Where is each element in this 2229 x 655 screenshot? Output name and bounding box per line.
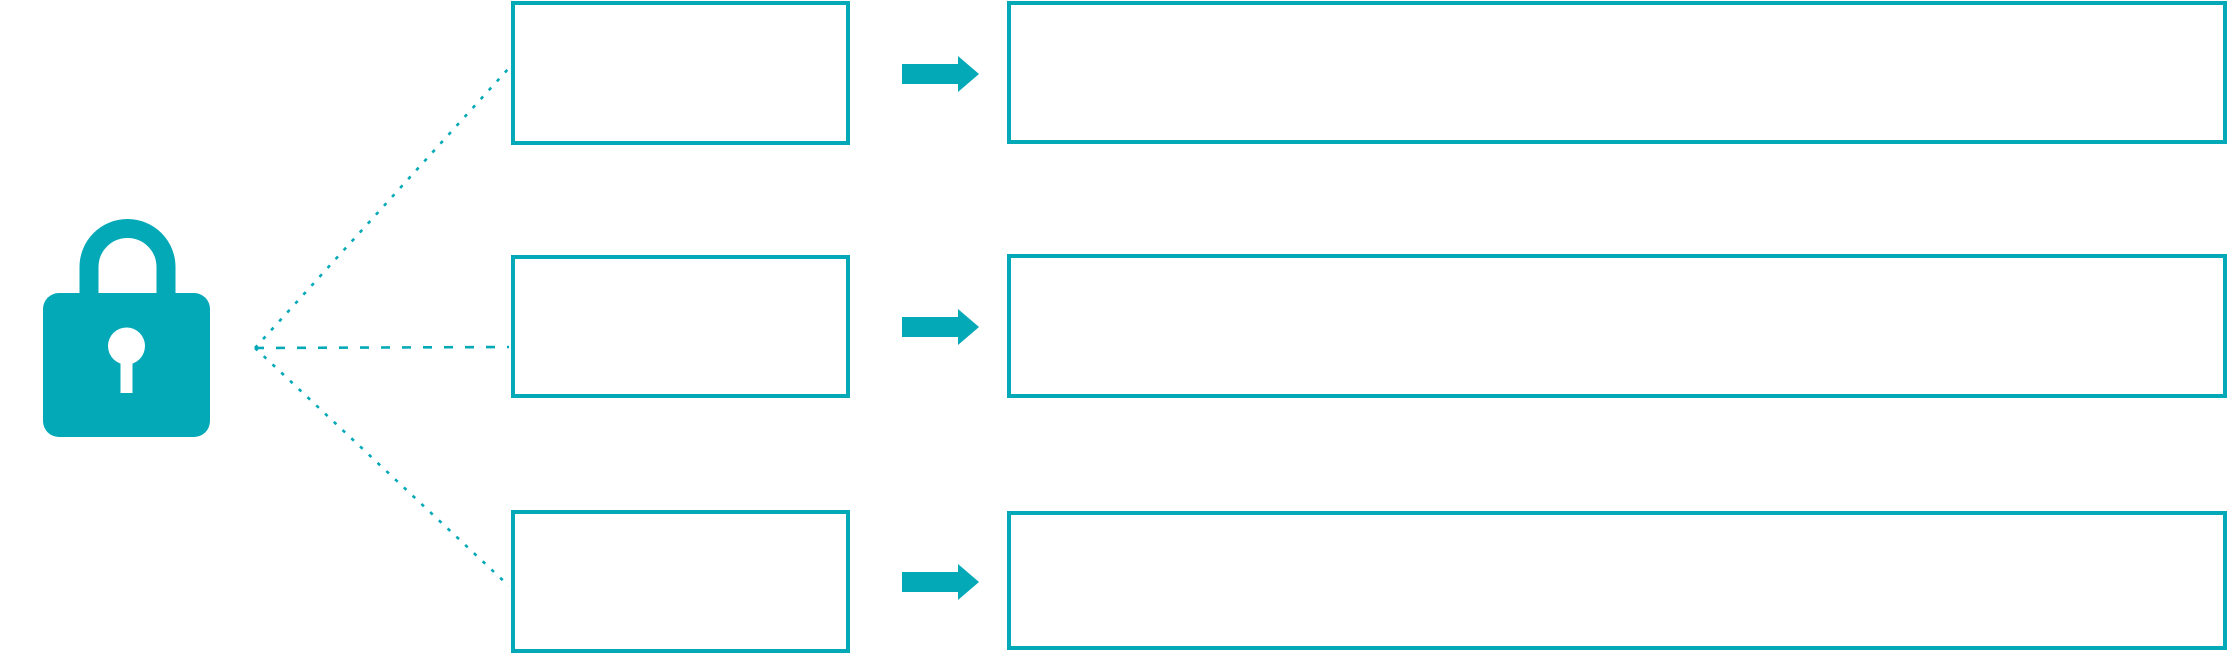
lock-shackle bbox=[79, 219, 176, 299]
keyhole-stem bbox=[120, 346, 133, 393]
connector-line-bottom bbox=[254, 347, 510, 587]
description-box-3 bbox=[1007, 511, 2227, 650]
arrow-right-icon bbox=[902, 56, 979, 92]
arrow-right-icon bbox=[902, 564, 979, 600]
category-box-1 bbox=[511, 1, 850, 145]
arrow-right-icon bbox=[902, 309, 979, 345]
description-box-1 bbox=[1007, 1, 2227, 144]
connector-line-middle bbox=[254, 345, 510, 350]
connector-line-top bbox=[254, 67, 510, 349]
category-box-3 bbox=[511, 510, 850, 653]
category-box-2 bbox=[511, 255, 850, 398]
lock-icon bbox=[43, 219, 210, 437]
description-box-2 bbox=[1007, 254, 2227, 398]
